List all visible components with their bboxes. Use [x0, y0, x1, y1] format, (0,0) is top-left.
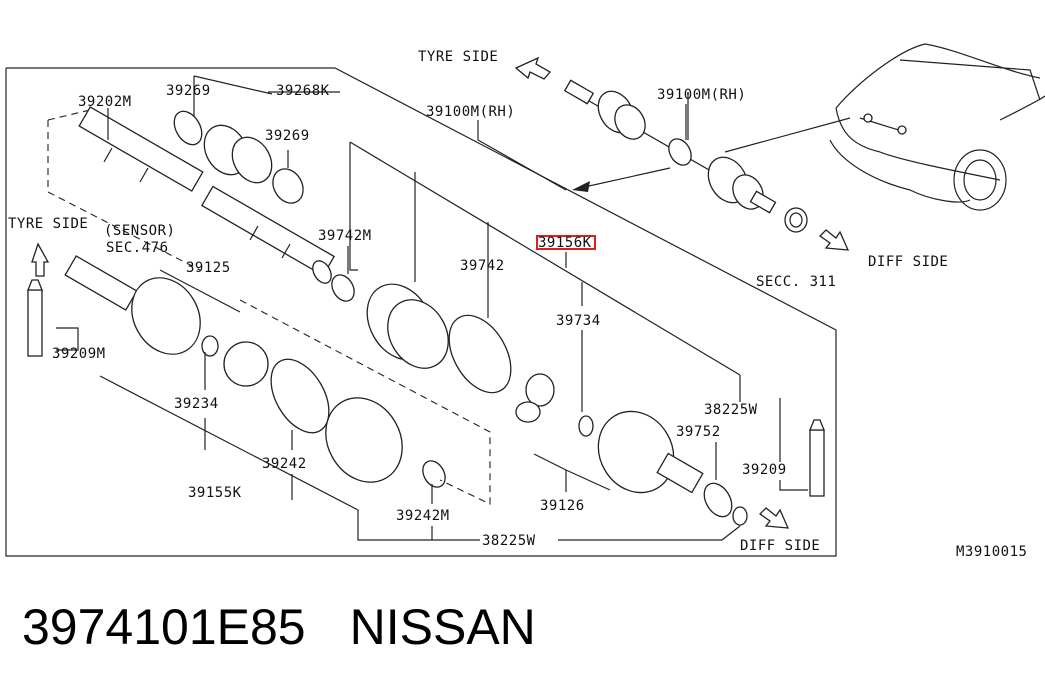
- tyre-side-arrow-top: [514, 56, 552, 80]
- shaft-39202m: [47, 106, 336, 284]
- label-sec311: SECC. 311: [756, 274, 836, 290]
- diff-side-arrow-top: [818, 229, 850, 251]
- label-39242m: 39242M: [396, 508, 450, 524]
- label-39734: 39734: [556, 313, 601, 329]
- label-39209: 39209: [742, 462, 787, 478]
- label-39126: 39126: [540, 498, 585, 514]
- vehicle-illustration: [829, 43, 1045, 211]
- shaft-lower: [27, 255, 491, 505]
- label-39742: 39742: [460, 258, 505, 274]
- label-39242: 39242: [262, 456, 307, 472]
- label-39100m-rh-top: 39100M(RH): [657, 87, 746, 103]
- label-39156k: 39156K: [538, 235, 592, 251]
- label-ref-code: M3910015: [956, 544, 1027, 560]
- label-39752: 39752: [676, 424, 721, 440]
- label-39268k: 39268K: [276, 83, 330, 99]
- label-tyre-side-left: TYRE SIDE: [8, 216, 88, 232]
- caption: 3974101E85 NISSAN: [22, 598, 580, 656]
- label-39234: 39234: [174, 396, 219, 412]
- boot-upper: [331, 274, 512, 394]
- label-39742m: 39742M: [318, 228, 372, 244]
- label-39269-b: 39269: [265, 128, 310, 144]
- label-39209m: 39209M: [52, 346, 106, 362]
- boot-kit-39268k: [173, 110, 304, 204]
- leader-lines: [56, 75, 808, 541]
- label-38225w-bottom: 38225W: [482, 533, 536, 549]
- label-39125: 39125: [186, 260, 231, 276]
- parts-diagram: TYRE SIDE 39100M(RH) 39100M(RH) DIFF SID…: [5, 43, 1045, 560]
- label-diff-side-top: DIFF SIDE: [868, 254, 948, 270]
- brand-name: NISSAN: [349, 599, 536, 655]
- frame-outline: [5, 67, 837, 557]
- label-sec476: SEC.476: [106, 240, 169, 256]
- label-39100m-rh: 39100M(RH): [426, 104, 515, 120]
- diff-side-arrow-bottom: [758, 507, 790, 529]
- part-number: 3974101E85: [22, 599, 306, 655]
- label-38225w-right: 38225W: [704, 402, 758, 418]
- label-39202m: 39202M: [78, 94, 132, 110]
- label-diff-side-bottom: DIFF SIDE: [740, 538, 820, 554]
- label-tyre-side-top: TYRE SIDE: [418, 49, 498, 65]
- label-39155k: 39155K: [188, 485, 242, 501]
- shaft-overview: [563, 79, 851, 233]
- label-sensor: (SENSOR): [104, 223, 175, 239]
- label-39269-a: 39269: [166, 83, 211, 99]
- tyre-side-arrow-left: [31, 242, 50, 277]
- highlight-box[interactable]: [536, 235, 596, 250]
- tripod-housing: [515, 373, 825, 526]
